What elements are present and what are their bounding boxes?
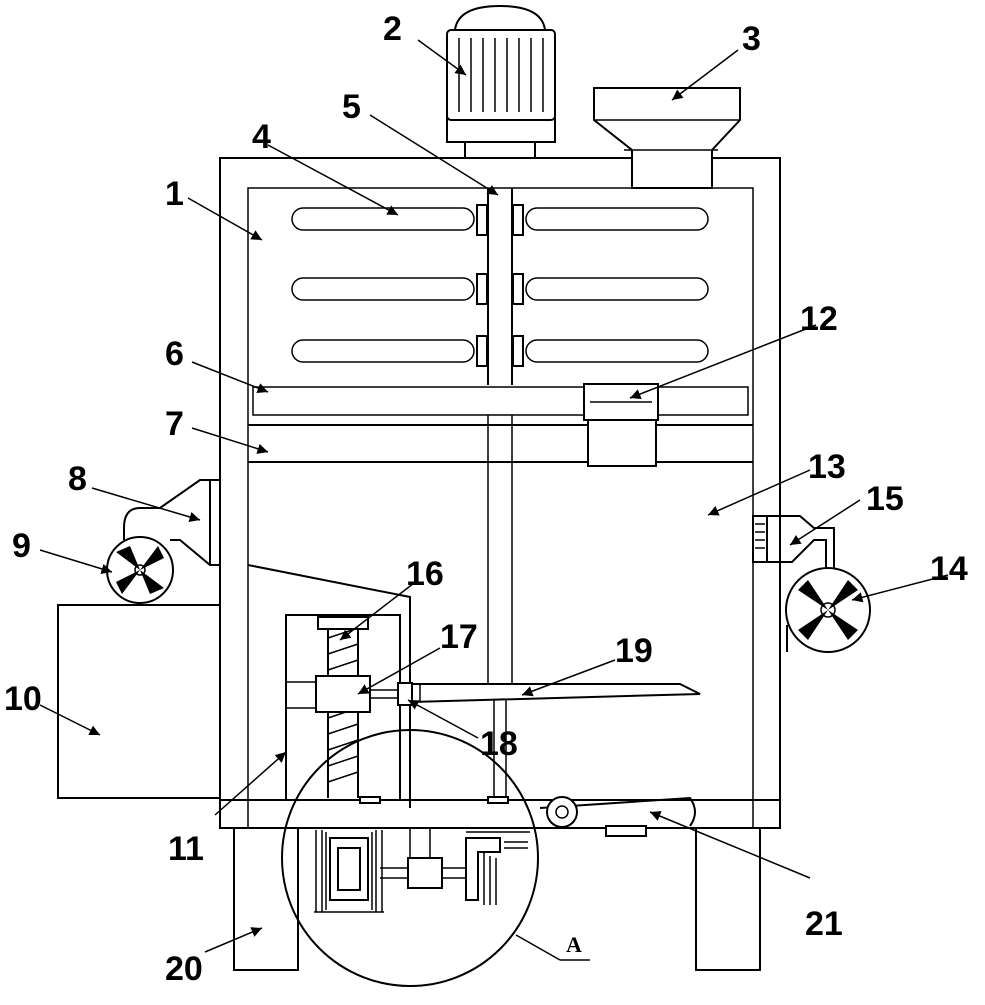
label-10: 10 xyxy=(4,680,42,718)
label-8: 8 xyxy=(68,460,87,498)
partition-plate xyxy=(248,424,753,463)
label-2: 2 xyxy=(383,10,402,48)
detail-circle-a xyxy=(281,729,590,987)
label-21: 21 xyxy=(805,905,843,943)
label-detail-a: A xyxy=(566,932,582,957)
label-19: 19 xyxy=(615,632,653,670)
support-legs xyxy=(233,827,761,971)
label-9: 9 xyxy=(12,527,31,565)
label-7: 7 xyxy=(165,405,184,443)
label-5: 5 xyxy=(342,88,361,126)
label-17: 17 xyxy=(440,618,478,656)
central-shaft xyxy=(487,188,513,800)
slider-nut xyxy=(315,675,413,713)
label-16: 16 xyxy=(406,555,444,593)
feed-hopper xyxy=(593,87,741,189)
label-13: 13 xyxy=(808,448,846,486)
scraper-arm xyxy=(411,683,701,704)
bottom-plate xyxy=(220,796,780,837)
label-3: 3 xyxy=(742,20,761,58)
suction-fan xyxy=(106,536,174,604)
blower-fan xyxy=(785,567,871,653)
motor xyxy=(446,4,556,159)
label-11: 11 xyxy=(168,830,204,868)
label-20: 20 xyxy=(165,950,203,988)
leader-lines xyxy=(39,39,949,953)
collection-tank xyxy=(57,604,221,799)
label-6: 6 xyxy=(165,335,184,373)
exhaust-duct xyxy=(123,479,220,566)
lower-chamber-wall xyxy=(247,564,411,808)
screen-plate xyxy=(252,386,749,416)
inlet-port xyxy=(752,515,835,575)
label-15: 15 xyxy=(866,480,904,518)
stirring-paddles xyxy=(291,204,709,367)
label-4: 4 xyxy=(252,118,271,156)
discharge-valve xyxy=(583,383,659,467)
label-1: 1 xyxy=(165,175,184,213)
part-labels: 1 2 3 4 5 6 7 8 9 10 11 12 13 14 15 16 1… xyxy=(4,10,968,988)
label-12: 12 xyxy=(800,300,838,338)
label-18: 18 xyxy=(480,725,518,763)
label-14: 14 xyxy=(930,550,968,588)
